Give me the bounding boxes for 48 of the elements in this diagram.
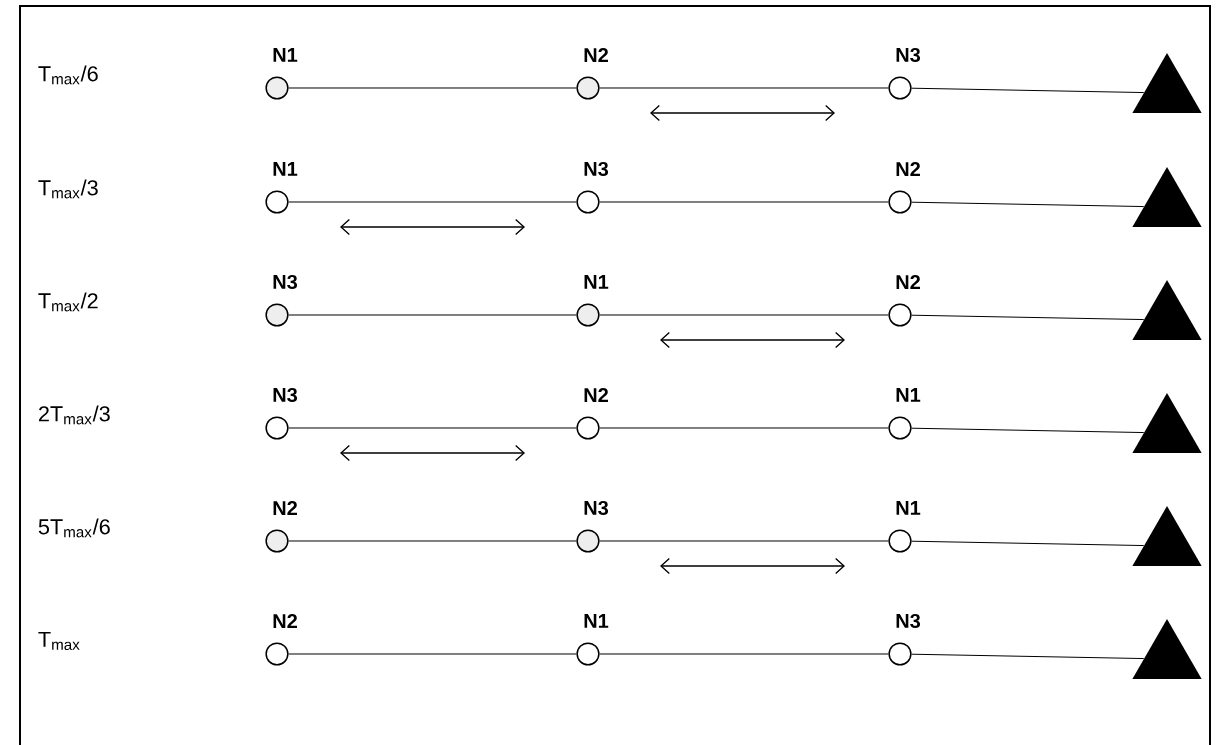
row-label: T$_{max}$/3 — [38, 179, 98, 199]
connector-line — [288, 540, 577, 542]
triangle-node — [1132, 506, 1202, 566]
connector-line — [288, 201, 577, 203]
connector-line — [288, 427, 577, 429]
connector-line — [911, 540, 1145, 547]
connector-line — [911, 427, 1145, 434]
node-label: N2 — [896, 275, 920, 289]
node-label: N3 — [584, 500, 609, 516]
node-label: N2 — [273, 614, 297, 628]
row-label: T$_{max}$/2 — [38, 292, 98, 312]
connector-line — [599, 540, 889, 542]
triangle-node — [1132, 53, 1202, 113]
triangle-node — [1132, 280, 1202, 340]
node-label: N2 — [584, 48, 608, 62]
connector-line — [911, 314, 1145, 321]
triangle-node — [1132, 393, 1202, 453]
node-label: N2 — [896, 162, 920, 176]
connector-line — [288, 314, 577, 316]
node-label: N3 — [896, 47, 921, 63]
node-label: N3 — [896, 613, 921, 629]
node-label: N1 — [584, 275, 609, 289]
connector-line — [599, 427, 889, 429]
node-label: N1 — [273, 48, 298, 62]
connector-line — [599, 201, 889, 203]
node-label: N3 — [584, 161, 609, 177]
row-label: 5T$_{max}$/6 — [38, 518, 110, 538]
row-label: T$_{max}$ — [38, 631, 80, 651]
node-label: N1 — [896, 388, 921, 402]
triangle-node — [1132, 619, 1202, 679]
row-label: 2T$_{max}$/3 — [39, 405, 110, 425]
connector-line — [599, 314, 889, 316]
connector-line — [599, 87, 889, 89]
node-label: N2 — [273, 501, 297, 515]
connector-line — [911, 201, 1145, 208]
connector-line — [599, 653, 889, 655]
connector-line — [288, 653, 577, 655]
node-label: N2 — [584, 388, 608, 402]
node-label: N1 — [896, 501, 921, 515]
connector-line — [911, 87, 1145, 94]
node-label: N3 — [273, 274, 298, 290]
connector-line — [911, 653, 1145, 660]
triangle-node — [1132, 167, 1202, 227]
node-label: N1 — [273, 162, 298, 176]
connector-line — [288, 87, 577, 89]
node-label: N3 — [273, 387, 298, 403]
node-label: N1 — [584, 614, 609, 628]
row-label: T$_{max}$/6 — [38, 65, 98, 85]
